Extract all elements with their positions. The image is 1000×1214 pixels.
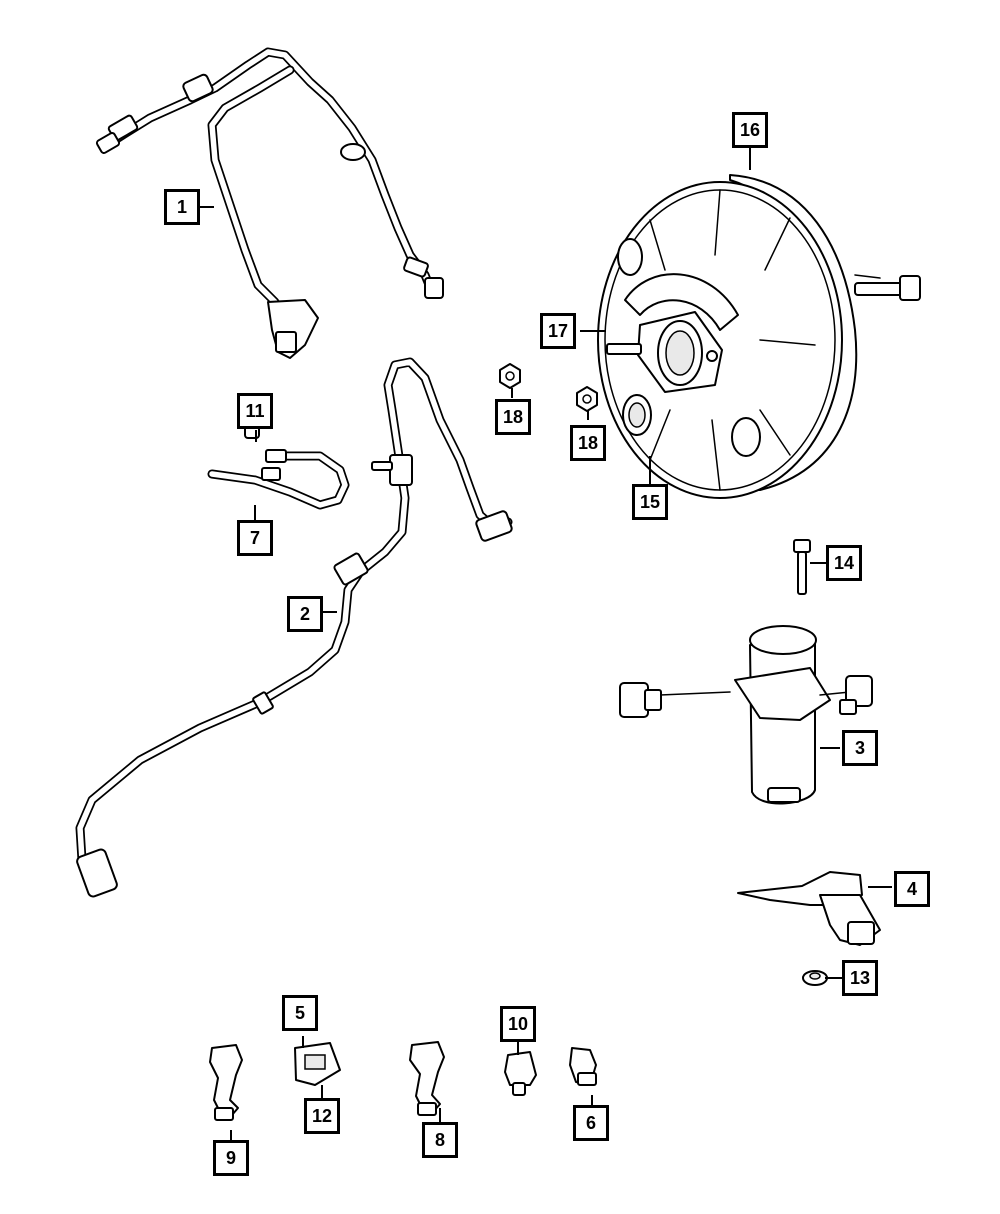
nut-18a (499, 363, 521, 389)
leader-lines (200, 148, 892, 1140)
bolt-14 (793, 539, 811, 595)
callout-10[interactable]: 10 (500, 1006, 536, 1042)
callout-13[interactable]: 13 (842, 960, 878, 996)
callout-12[interactable]: 12 (304, 1098, 340, 1134)
clip-10 (504, 1051, 537, 1096)
callout-11[interactable]: 11 (237, 393, 273, 429)
nut-18b (576, 386, 598, 412)
callout-8[interactable]: 8 (422, 1122, 458, 1158)
callout-6[interactable]: 6 (573, 1105, 609, 1141)
vacuum-line-2 (75, 357, 513, 898)
callout-2[interactable]: 2 (287, 596, 323, 632)
callout-17[interactable]: 17 (540, 313, 576, 349)
callout-18a[interactable]: 18 (495, 399, 531, 435)
clip-5-12 (294, 1042, 341, 1086)
callout-9[interactable]: 9 (213, 1140, 249, 1176)
vacuum-pump-3 (619, 625, 873, 805)
callout-7[interactable]: 7 (237, 520, 273, 556)
callout-16[interactable]: 16 (732, 112, 768, 148)
gasket-17 (606, 311, 723, 393)
bracket-4 (737, 871, 881, 946)
clip-8 (409, 1041, 445, 1116)
callout-14[interactable]: 14 (826, 545, 862, 581)
grommet-15 (622, 394, 652, 436)
callout-1[interactable]: 1 (164, 189, 200, 225)
clip-9 (209, 1044, 243, 1121)
hose-7 (207, 449, 350, 510)
callout-5[interactable]: 5 (282, 995, 318, 1031)
nut-13 (802, 970, 828, 986)
callout-4[interactable]: 4 (894, 871, 930, 907)
callout-15[interactable]: 15 (632, 484, 668, 520)
callout-3[interactable]: 3 (842, 730, 878, 766)
clip-6 (569, 1047, 597, 1086)
brake-booster-16 (597, 174, 921, 499)
vacuum-hose-1 (95, 47, 444, 359)
callout-18b[interactable]: 18 (570, 425, 606, 461)
